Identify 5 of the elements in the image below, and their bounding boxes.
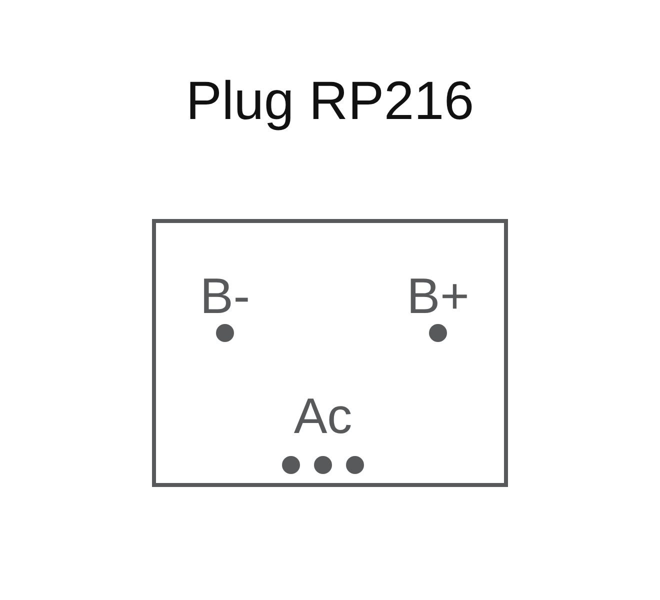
pin-label: Ac [292,391,354,441]
pin-label: B- [199,271,251,321]
diagram-title: Plug RP216 [186,70,474,132]
pin-label: B+ [406,271,470,321]
plug-outline [152,219,508,487]
